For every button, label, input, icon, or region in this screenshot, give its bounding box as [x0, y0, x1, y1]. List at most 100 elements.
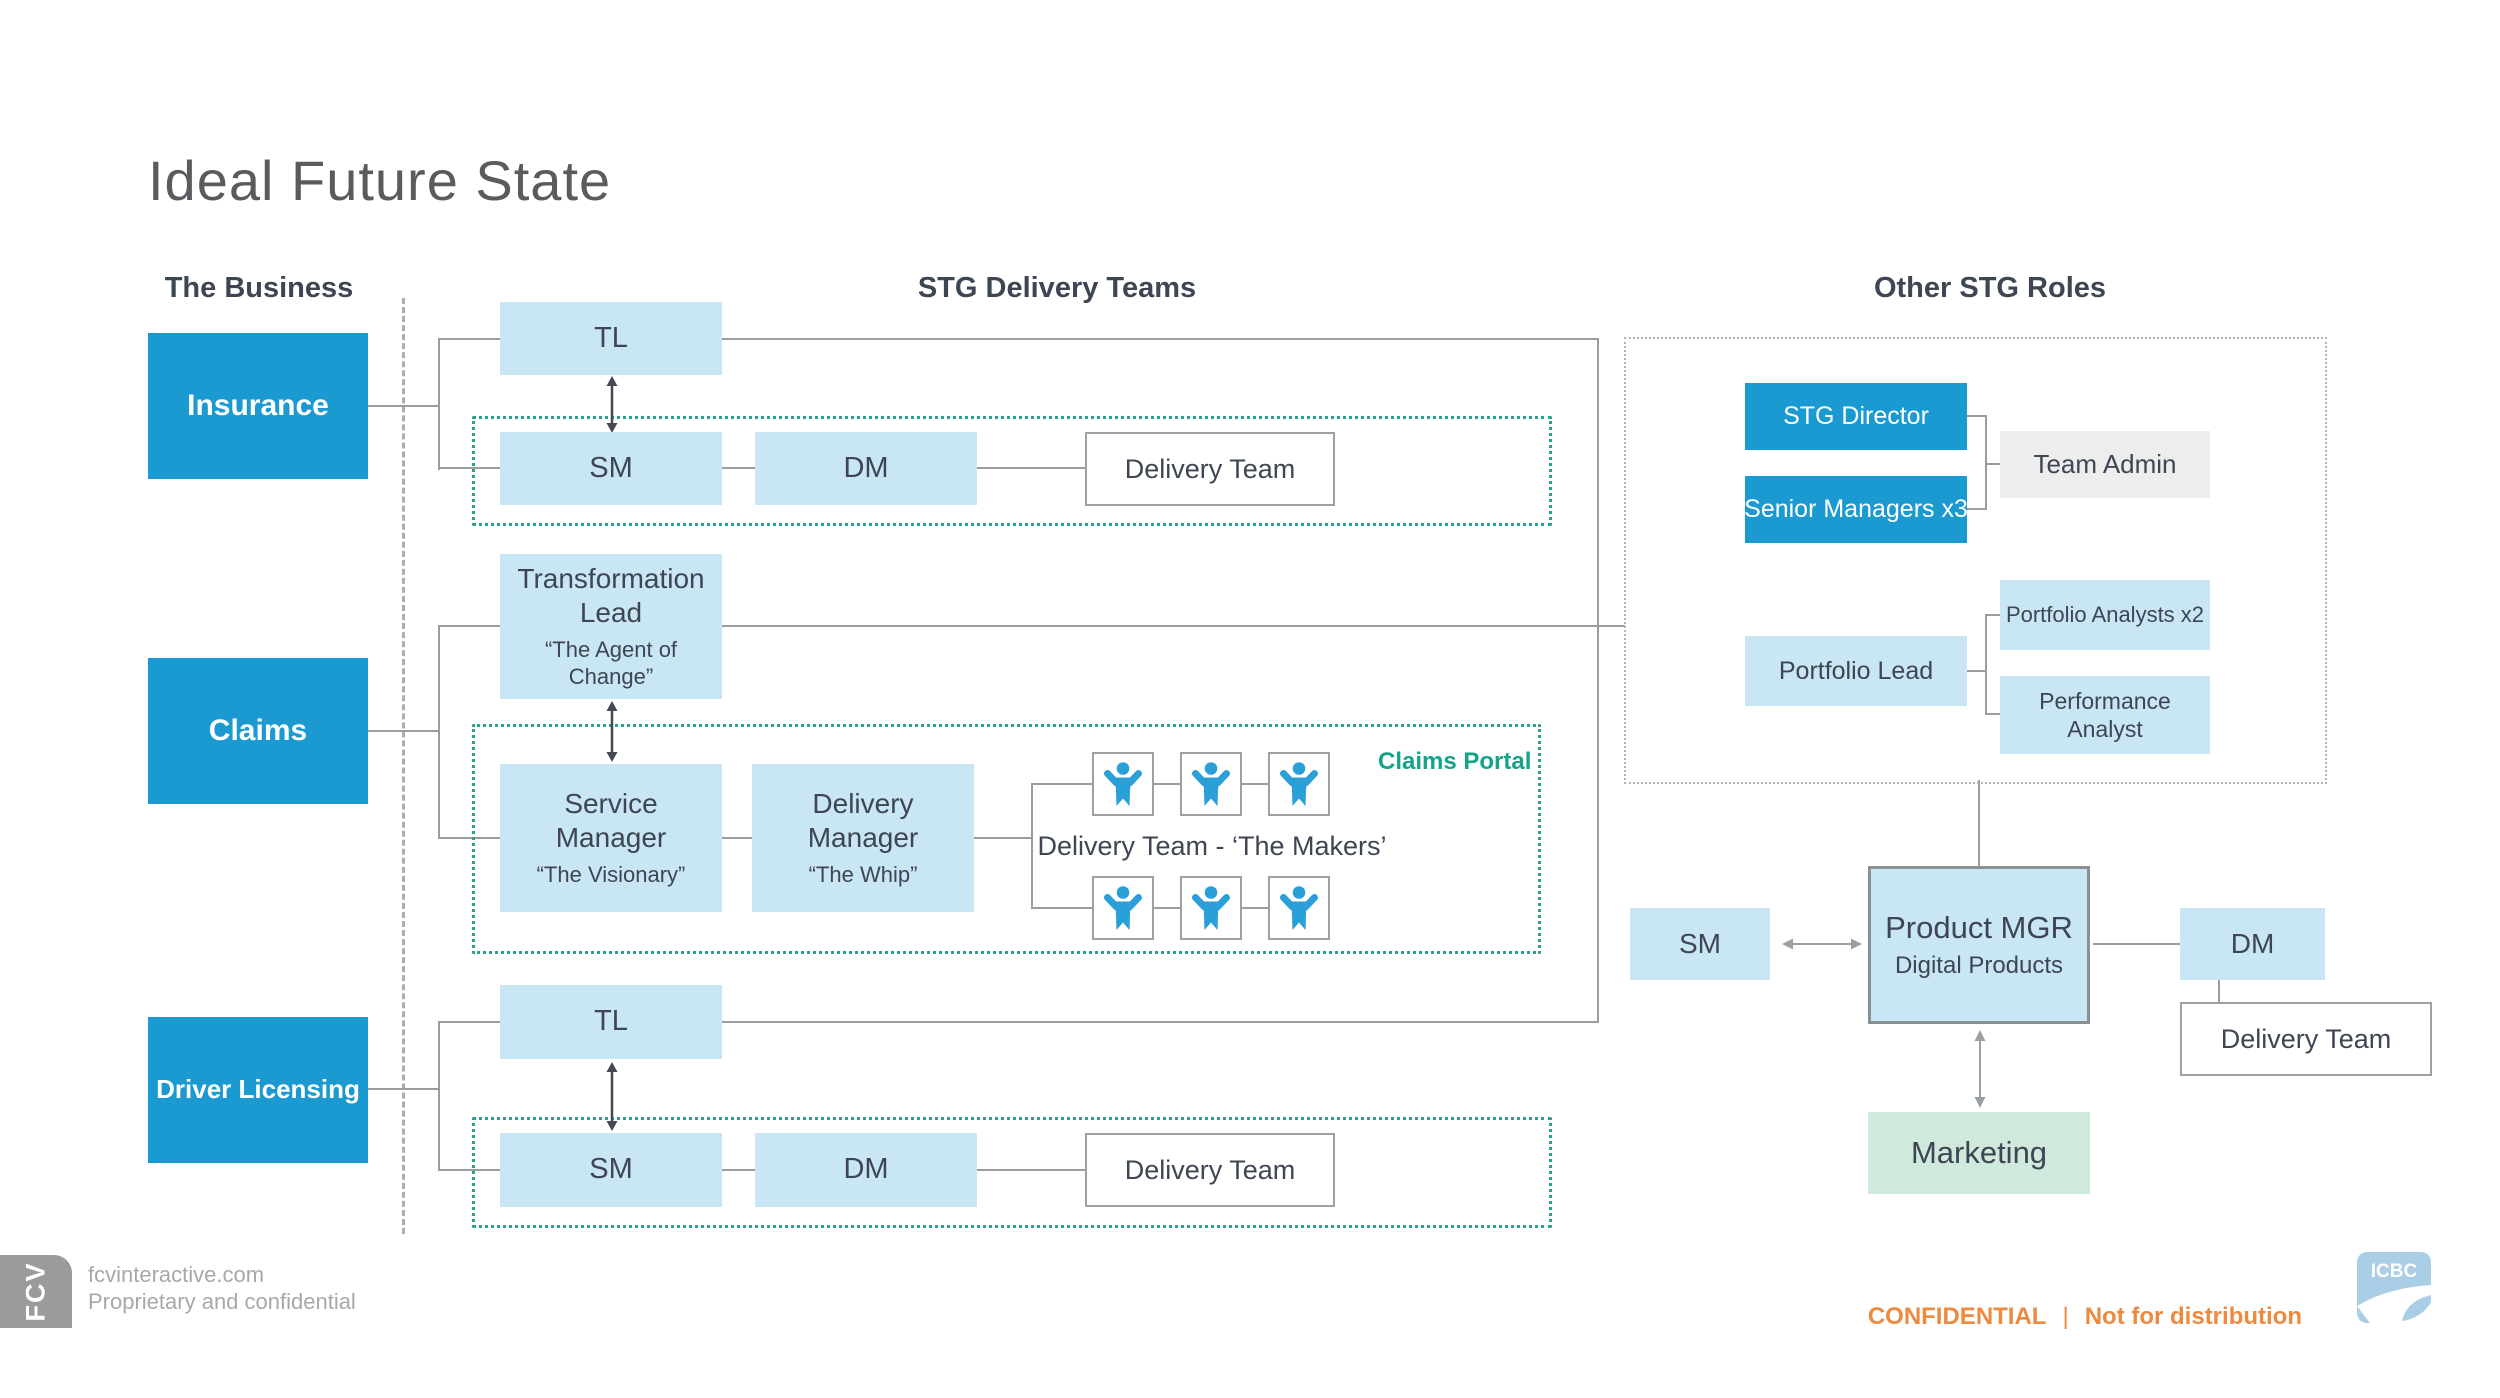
portfolio-lead-box: Portfolio Lead	[1745, 636, 1967, 706]
service-manager-quote: “The Visionary”	[536, 862, 686, 888]
claims-dm-team-line	[974, 837, 1031, 839]
insurance-tl-line	[438, 338, 1599, 340]
licensing-bracket	[438, 1021, 440, 1171]
product-mgr-dm-line	[2093, 943, 2180, 945]
makers-bracket	[1031, 783, 1033, 909]
column-header-other-roles: Other STG Roles	[1873, 272, 2107, 304]
analysts-stub	[1985, 614, 2000, 616]
makers-link	[1154, 907, 1180, 909]
delivery-manager-title: Delivery Manager	[807, 787, 919, 854]
claims-connector	[368, 730, 438, 732]
makers-team-label: Delivery Team - ‘The Makers’	[1037, 831, 1387, 861]
licensing-sm-box: SM	[500, 1133, 722, 1207]
business-box-insurance: Insurance	[148, 333, 368, 479]
person-icon	[1104, 886, 1142, 930]
admin-bracket-stub	[1985, 463, 2000, 465]
team-member-box	[1092, 752, 1154, 816]
icbc-logo-text: ICBC	[2371, 1261, 2418, 1282]
managers-bracket-stub	[1967, 508, 1985, 510]
delivery-manager-box: Delivery Manager “The Whip”	[752, 764, 974, 912]
digital-sm-box: SM	[1630, 908, 1770, 980]
confidential-label: CONFIDENTIAL	[1867, 1303, 2047, 1330]
makers-link	[1154, 783, 1180, 785]
licensing-tl-line	[438, 1021, 1599, 1023]
insurance-sm-box: SM	[500, 432, 722, 505]
claims-bracket	[438, 625, 440, 839]
licensing-sm-line	[438, 1169, 500, 1171]
person-icon	[1192, 886, 1230, 930]
team-member-box	[1092, 876, 1154, 940]
service-manager-title: Service Manager	[555, 787, 667, 854]
director-bracket-stub	[1967, 415, 1985, 417]
person-icon	[1104, 762, 1142, 806]
claims-portal-label: Claims Portal	[1378, 748, 1532, 775]
sm-product-mgr-double-arrow-icon	[1782, 938, 1862, 950]
footer-note: Proprietary and confidential	[88, 1289, 356, 1314]
transformation-lead-quote: “The Agent of Change”	[544, 637, 678, 690]
insurance-delivery-team-box: Delivery Team	[1085, 432, 1335, 506]
page-title: Ideal Future State	[148, 149, 612, 212]
transformation-lead-title: Transformation Lead	[517, 563, 705, 629]
claims-sm-dm-line	[722, 837, 752, 839]
licensing-delivery-team-box: Delivery Team	[1085, 1133, 1335, 1207]
transformation-lead-box: Transformation Lead “The Agent of Change…	[500, 554, 722, 699]
fcv-logo: FCV	[0, 1255, 72, 1328]
product-mgr-subtitle: Digital Products	[1894, 952, 2064, 980]
delivery-manager-quote: “The Whip”	[808, 862, 918, 888]
fcv-logo-text: FCV	[20, 1261, 51, 1322]
licensing-sm-dm-line	[722, 1169, 755, 1171]
product-mgr-title: Product MGR	[1885, 910, 2073, 946]
admin-bracket	[1985, 415, 1987, 510]
claims-delivery-team-boundary	[472, 724, 1541, 954]
distribution-label: Not for distribution	[2084, 1303, 2302, 1330]
team-member-box	[1268, 876, 1330, 940]
icbc-logo: ICBC	[2357, 1252, 2431, 1323]
licensing-connector	[368, 1088, 438, 1090]
business-divider-dashed-line	[402, 298, 405, 1234]
column-header-delivery-teams: STG Delivery Teams	[917, 272, 1197, 304]
makers-link	[1242, 907, 1268, 909]
transformation-lead-line	[438, 625, 1599, 627]
other-stg-roles-boundary	[1624, 337, 2327, 784]
column-header-business: The Business	[164, 272, 354, 304]
insurance-bracket	[438, 338, 440, 470]
licensing-dm-box: DM	[755, 1133, 977, 1207]
licensing-tl-box: TL	[500, 985, 722, 1059]
tl-sm-double-arrow-icon	[606, 376, 618, 433]
delivery-teams-spine	[1597, 338, 1599, 1023]
footer-website: fcvinteractive.com	[88, 1262, 265, 1287]
insurance-dm-box: DM	[755, 432, 977, 505]
tl-sm-double-arrow-icon	[606, 1062, 618, 1131]
performance-stub	[1985, 713, 2000, 715]
makers-row2-stub	[1031, 907, 1092, 909]
product-mgr-marketing-double-arrow-icon	[1974, 1030, 1986, 1108]
lead-sm-double-arrow-icon	[606, 701, 618, 762]
performance-analyst-box: Performance Analyst	[2000, 676, 2210, 754]
insurance-tl-box: TL	[500, 302, 722, 375]
stg-director-box: STG Director	[1745, 383, 1967, 450]
service-manager-box: Service Manager “The Visionary”	[500, 764, 722, 912]
marketing-box: Marketing	[1868, 1112, 2090, 1194]
team-member-box	[1180, 876, 1242, 940]
person-icon	[1192, 762, 1230, 806]
makers-link	[1242, 783, 1268, 785]
separator: |	[2062, 1303, 2069, 1330]
team-member-box	[1268, 752, 1330, 816]
spine-to-other-roles-stub	[1597, 625, 1625, 627]
licensing-dm-team-line	[977, 1169, 1085, 1171]
confidentiality-notice: CONFIDENTIAL | Not for distribution	[1868, 1303, 2302, 1331]
digital-dm-box: DM	[2180, 908, 2325, 980]
business-box-driver-licensing: Driver Licensing	[148, 1017, 368, 1163]
senior-managers-box: Senior Managers x3	[1744, 476, 1968, 543]
person-icon	[1280, 886, 1318, 930]
portfolio-analysts-box: Portfolio Analysts x2	[2000, 580, 2210, 650]
team-member-box	[1180, 752, 1242, 816]
digital-delivery-team-box: Delivery Team	[2180, 1002, 2432, 1076]
business-box-claims: Claims	[148, 658, 368, 804]
product-mgr-box: Product MGR Digital Products	[1868, 866, 2090, 1024]
roles-to-product-mgr-line	[1978, 780, 1980, 866]
makers-row1-stub	[1031, 783, 1092, 785]
portfolio-lead-stub	[1967, 670, 1985, 672]
licensing-delivery-team-boundary	[472, 1117, 1552, 1228]
